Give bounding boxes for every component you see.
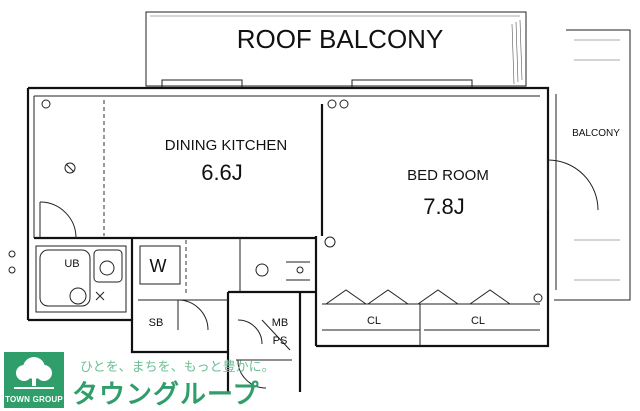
doors [39,159,599,389]
unit-bath-label: UB [64,258,79,270]
logo-text: TOWN GROUP [5,395,63,404]
shoe-box-label: SB [149,317,164,329]
dining-kitchen-label: DINING KITCHEN [165,137,288,154]
closet-left-label: CL [367,315,381,327]
dining-kitchen-size: 6.6J [201,160,243,185]
outer-walls [26,86,550,354]
pipe-space-label: PS [273,335,288,347]
utility-fixtures [8,99,543,303]
tree-icon [14,357,54,389]
closet-right-label: CL [471,315,485,327]
balcony-label: BALCONY [572,128,620,139]
unit-bath-fixtures [35,245,127,313]
roof-balcony-label: ROOF BALCONY [237,24,444,54]
bedroom-label: BED ROOM [407,167,489,184]
brand-tagline: ひとを、まちを、もっと豊かに。 [80,360,275,375]
meter-box-label: MB [272,317,289,329]
bedroom-size: 7.8J [423,194,465,219]
kitchen-counter [64,100,105,236]
brand-name: タウングループ [72,380,260,410]
washer-label: W [150,256,167,276]
side-balcony-area [554,29,631,301]
closet-doors [322,289,540,346]
washer-area [139,240,187,296]
town-group-logo [4,352,64,408]
